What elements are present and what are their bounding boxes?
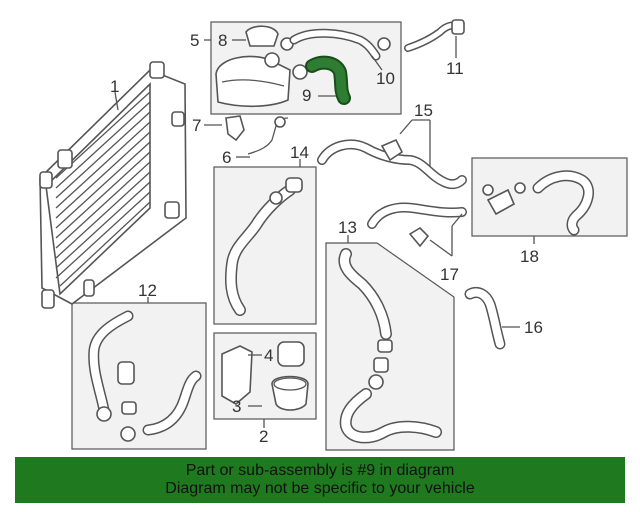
callout-3: 3 xyxy=(232,397,241,416)
callout-8: 8 xyxy=(218,31,227,50)
hose-17-drawing xyxy=(367,202,467,248)
hose-12-drawing xyxy=(88,310,202,442)
radiator-drawing xyxy=(39,61,187,309)
hose-14-drawing xyxy=(225,177,303,316)
callout-18: 18 xyxy=(520,247,539,266)
bracket-6-drawing xyxy=(247,116,289,155)
hose-11-drawing xyxy=(404,19,465,52)
hose-16-drawing xyxy=(464,286,506,350)
hose-9-highlight xyxy=(305,55,351,105)
hose-13-drawing xyxy=(338,248,442,444)
callout-2: 2 xyxy=(259,427,268,446)
callout-1: 1 xyxy=(110,77,119,96)
callout-12: 12 xyxy=(138,281,157,300)
banner-line-2: Diagram may not be specific to your vehi… xyxy=(165,480,475,497)
callout-4: 4 xyxy=(264,346,273,365)
callout-9: 9 xyxy=(302,86,311,105)
callout-14: 14 xyxy=(290,143,309,162)
banner-line-1: Part or sub-assembly is #9 in diagram xyxy=(185,462,455,479)
notice-banner: Part or sub-assembly is #9 in diagram Di… xyxy=(15,457,625,503)
callout-10: 10 xyxy=(376,69,395,88)
callout-11: 11 xyxy=(446,59,464,78)
hose-15-drawing xyxy=(317,138,467,190)
callout-6: 6 xyxy=(222,148,231,167)
hose-10-drawing xyxy=(289,28,381,61)
bracket-2-drawing xyxy=(221,341,309,411)
callout-7: 7 xyxy=(192,116,201,135)
bracket-7-drawing xyxy=(225,115,245,142)
leader-lines xyxy=(114,36,535,428)
callout-labels: 1 2 3 4 5 6 7 8 9 10 11 12 13 14 15 16 1… xyxy=(110,31,543,446)
callout-13: 13 xyxy=(338,218,357,237)
hose-18-drawing xyxy=(482,170,595,236)
callout-5: 5 xyxy=(190,31,199,50)
callout-16: 16 xyxy=(524,318,543,337)
reservoir-drawing xyxy=(215,25,391,108)
callout-17: 17 xyxy=(440,265,459,284)
callout-15: 15 xyxy=(414,101,433,120)
